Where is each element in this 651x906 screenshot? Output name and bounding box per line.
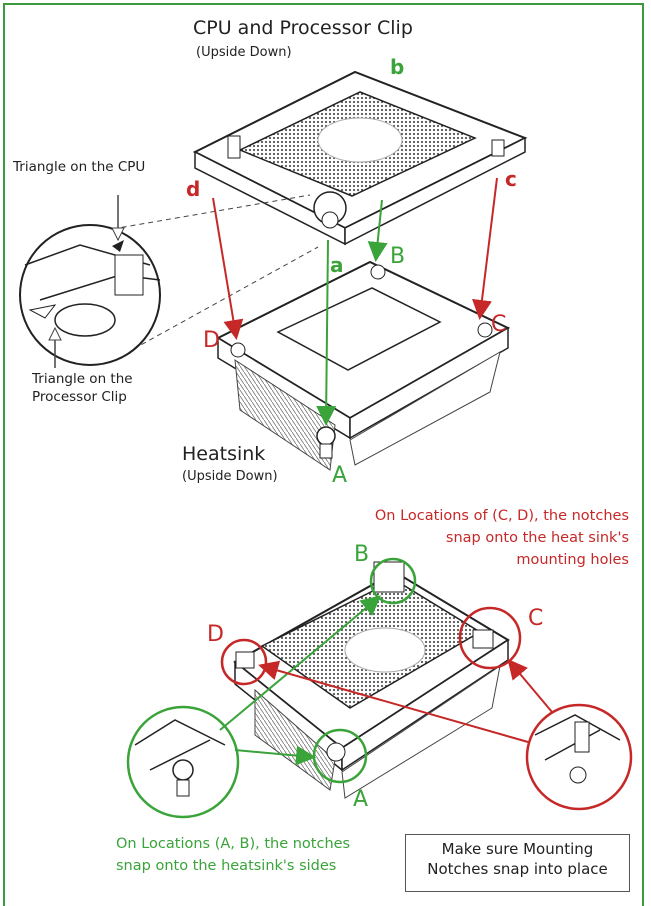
- letter-a-small: a: [330, 253, 344, 277]
- letter-B-bottom: B: [354, 542, 370, 567]
- bottom-callouts: [126, 557, 633, 819]
- triangle-clip-label-line1: Triangle on the: [32, 371, 133, 387]
- cpu-clip-top: [192, 70, 528, 246]
- mounting-notice-line1: Make sure Mounting: [441, 840, 594, 858]
- triangle-detail-magnifier: [19, 194, 319, 368]
- letter-B-top: B: [390, 244, 406, 269]
- note-cd-line2: snap onto the heat sink's: [445, 530, 629, 546]
- note-ab-line2: snap onto the heatsink's sides: [116, 858, 337, 874]
- outer-frame: [3, 3, 644, 906]
- letter-D-bottom: D: [207, 622, 224, 647]
- note-ab-line1: On Locations (A, B), the notches: [116, 836, 351, 852]
- letter-C-top: C: [491, 312, 507, 337]
- letter-d-small: d: [186, 177, 201, 201]
- assembled-heatsink: [233, 561, 510, 799]
- triangle-cpu-label: Triangle on the CPU: [13, 159, 146, 175]
- note-cd-line1: On Locations of (C, D), the notches: [374, 508, 629, 524]
- triangle-clip-label-line2: Processor Clip: [32, 389, 127, 405]
- letter-c-small: c: [505, 167, 517, 191]
- title-subtitle: (Upside Down): [196, 45, 292, 60]
- letter-D-top: D: [203, 328, 220, 353]
- letter-A-top: A: [332, 463, 348, 488]
- bottom-arrows: [219, 595, 553, 766]
- letter-C-bottom: C: [528, 606, 544, 631]
- diagram-title: CPU and Processor Clip: [193, 17, 413, 39]
- heatsink-label: Heatsink: [182, 443, 266, 465]
- heatsink-subtitle: (Upside Down): [182, 469, 278, 484]
- top-arrows: [212, 177, 498, 426]
- heatsink-top: [215, 260, 511, 471]
- letter-A-bottom: A: [353, 787, 369, 812]
- mounting-notice-line2: Notches snap into place: [427, 859, 608, 878]
- letter-b-small: b: [390, 55, 405, 79]
- note-cd-line3: mounting holes: [516, 552, 629, 568]
- mounting-notice-box: Make sure Mounting Notches snap into pla…: [405, 834, 630, 892]
